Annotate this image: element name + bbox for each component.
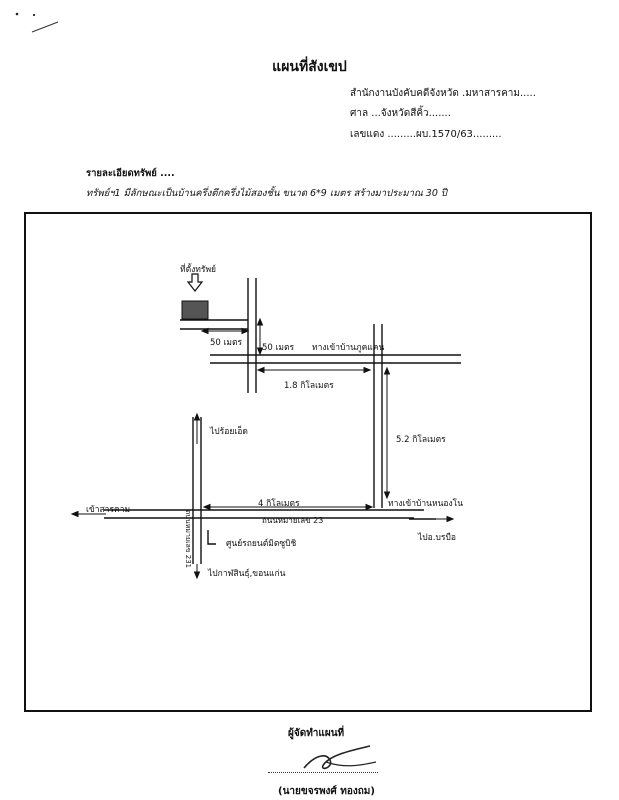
office-line: สำนักงานบังคับคดีจังหวัด .มหาสารคาม..... <box>350 88 536 99</box>
mapmaker-name: (นายขจรพงศ์ ทองถม) <box>278 786 375 797</box>
mitsubishi-bracket <box>207 530 216 545</box>
dist-4km-label: 4 กิโลเมตร <box>258 499 300 509</box>
to-ban-nong-no-label: ทางเข้าบ้านหนองโน <box>388 499 464 509</box>
dist-50m-vertical-label: 50 เมตร <box>262 343 295 353</box>
to-sarakham-label: เข้าสารคาม <box>86 505 131 515</box>
to-kalasin-khonkaen-label: ไปกาฬสินธุ์,ขอนแก่น <box>208 569 286 579</box>
mitsubishi-center-label: ศูนย์รถยนต์มิตซูบิชิ <box>226 539 297 549</box>
road-231-label: ถนนหมายเลข 231 <box>184 510 192 569</box>
to-ban-phuk-khaen-label: ทางเข้าบ้านภูคแคน <box>312 343 385 353</box>
dist-1-8km-label: 1.8 กิโลเมตร <box>284 381 334 391</box>
case-number-line: เลขแดง .........ผบ.1570/63......... <box>350 129 502 140</box>
dist-5-2km-label: 5.2 กิโลเมตร <box>396 435 446 445</box>
mapmaker-label: ผู้จัดทำแผนที่ <box>288 728 345 739</box>
map-frame <box>24 212 592 712</box>
court-line: ศาล ...จังหวัดสีคิ้ว....... <box>350 108 451 119</box>
dist-50m-horizontal-label: 50 เมตร <box>210 338 243 348</box>
to-borabue-label: ไปอ.บรบือ <box>418 533 456 543</box>
property-box <box>181 300 209 320</box>
scan-marks <box>15 12 59 33</box>
details-heading: รายละเอียดทรัพย์ .... <box>86 168 175 179</box>
to-roi-et-label: ไปร้อยเอ็ด <box>210 427 248 437</box>
location-arrow-icon <box>186 273 204 292</box>
route-map <box>70 273 461 580</box>
property-location-label: ที่ตั้งทรัพย์ <box>180 265 217 275</box>
road-23-label: ถนนหมายเลข 23 <box>262 516 324 525</box>
signature <box>303 745 377 770</box>
page-title: แผนที่สังเขป <box>272 59 347 75</box>
signature-line <box>268 772 378 773</box>
property-description: ทรัพย์ฯ1 มีลักษณะเป็นบ้านครึ่งตึกครึ่งไม… <box>86 188 447 199</box>
